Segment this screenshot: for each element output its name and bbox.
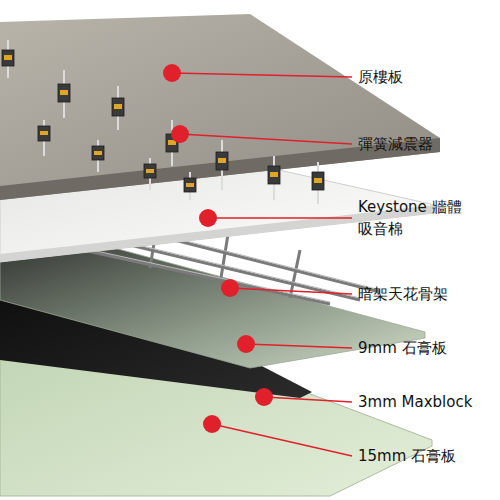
concrete-slab — [0, 14, 440, 200]
callout-label: 彈簧減震器 — [358, 133, 433, 155]
callout-label: 9mm 石膏板 — [358, 337, 447, 359]
callout-dots — [163, 64, 273, 433]
callout-label: 暗架天花骨架 — [358, 283, 448, 305]
leader-lines — [172, 73, 352, 456]
callout-label: 3mm Maxblock — [358, 391, 472, 413]
callout-label: 原樓板 — [358, 66, 403, 88]
callout-label: 15mm 石膏板 — [358, 445, 456, 467]
callout-label: Keystone 牆體吸音棉 — [358, 196, 470, 240]
spring-hangers — [2, 40, 324, 204]
